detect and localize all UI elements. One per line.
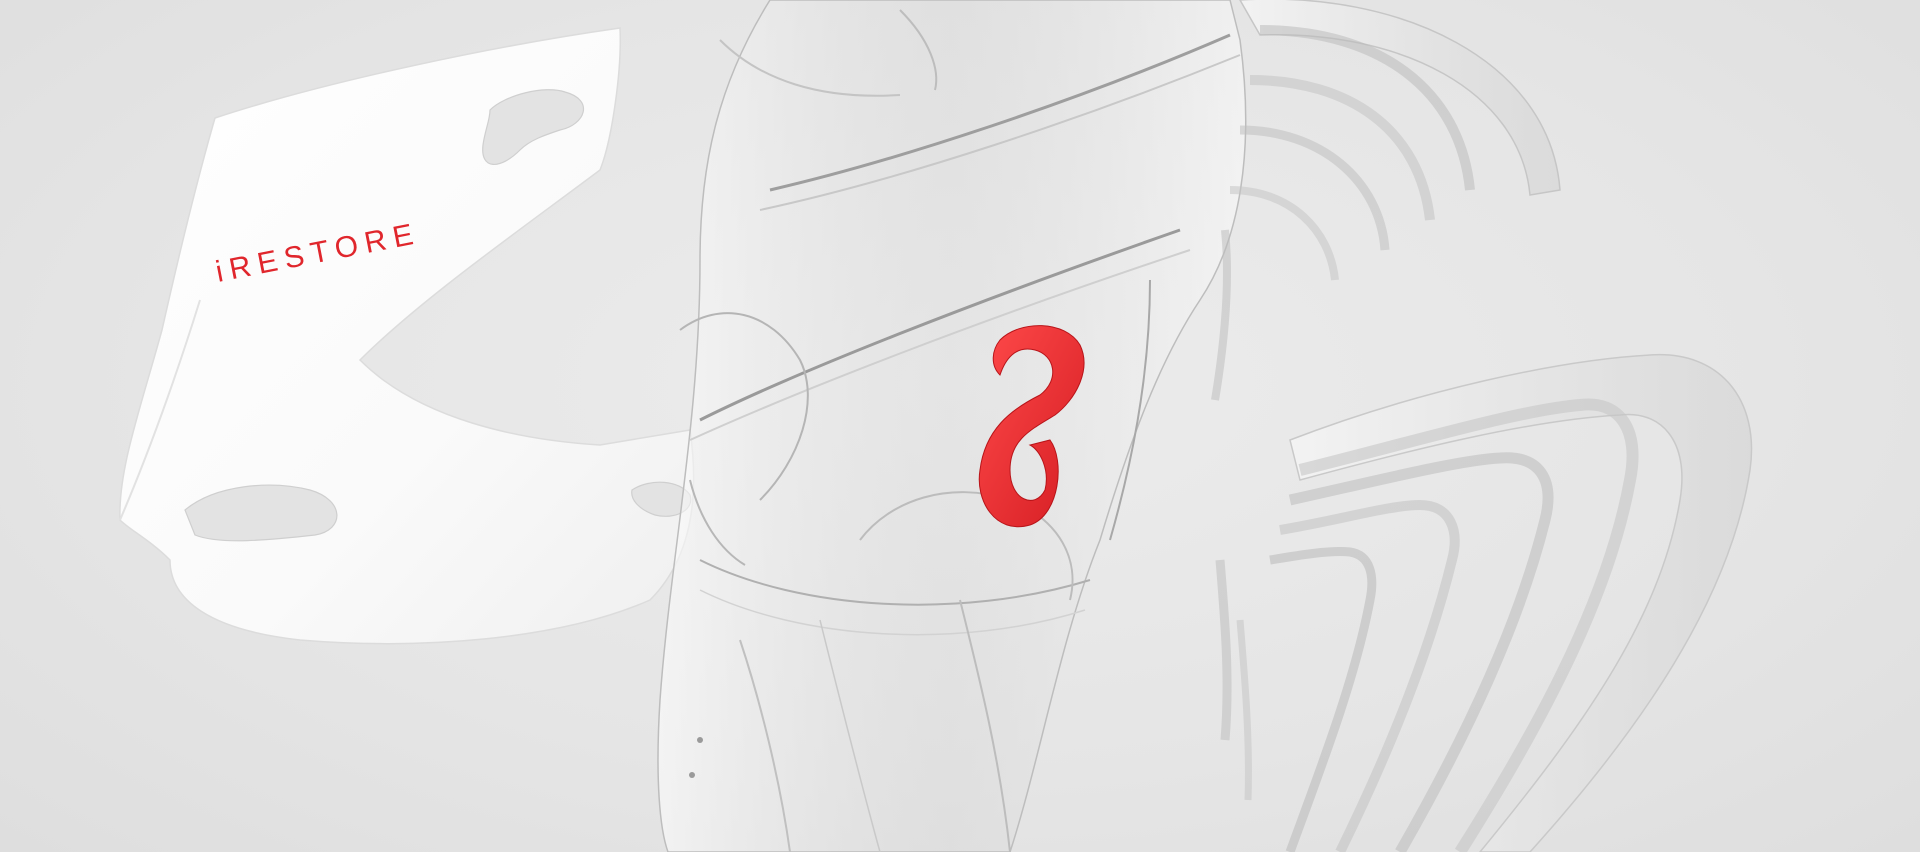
lens-screw-hole [697,737,703,743]
red-nose-bridge [978,325,1085,528]
lens-body [657,0,1247,852]
frosted-led-rings [1211,0,1753,852]
strap-slot-top [482,89,584,165]
strap-slot-bottom [184,484,338,542]
lens-screw-hole [689,772,695,778]
clear-lens-assembly [657,0,1247,852]
outer-white-shell: iRESTORE [119,27,695,645]
